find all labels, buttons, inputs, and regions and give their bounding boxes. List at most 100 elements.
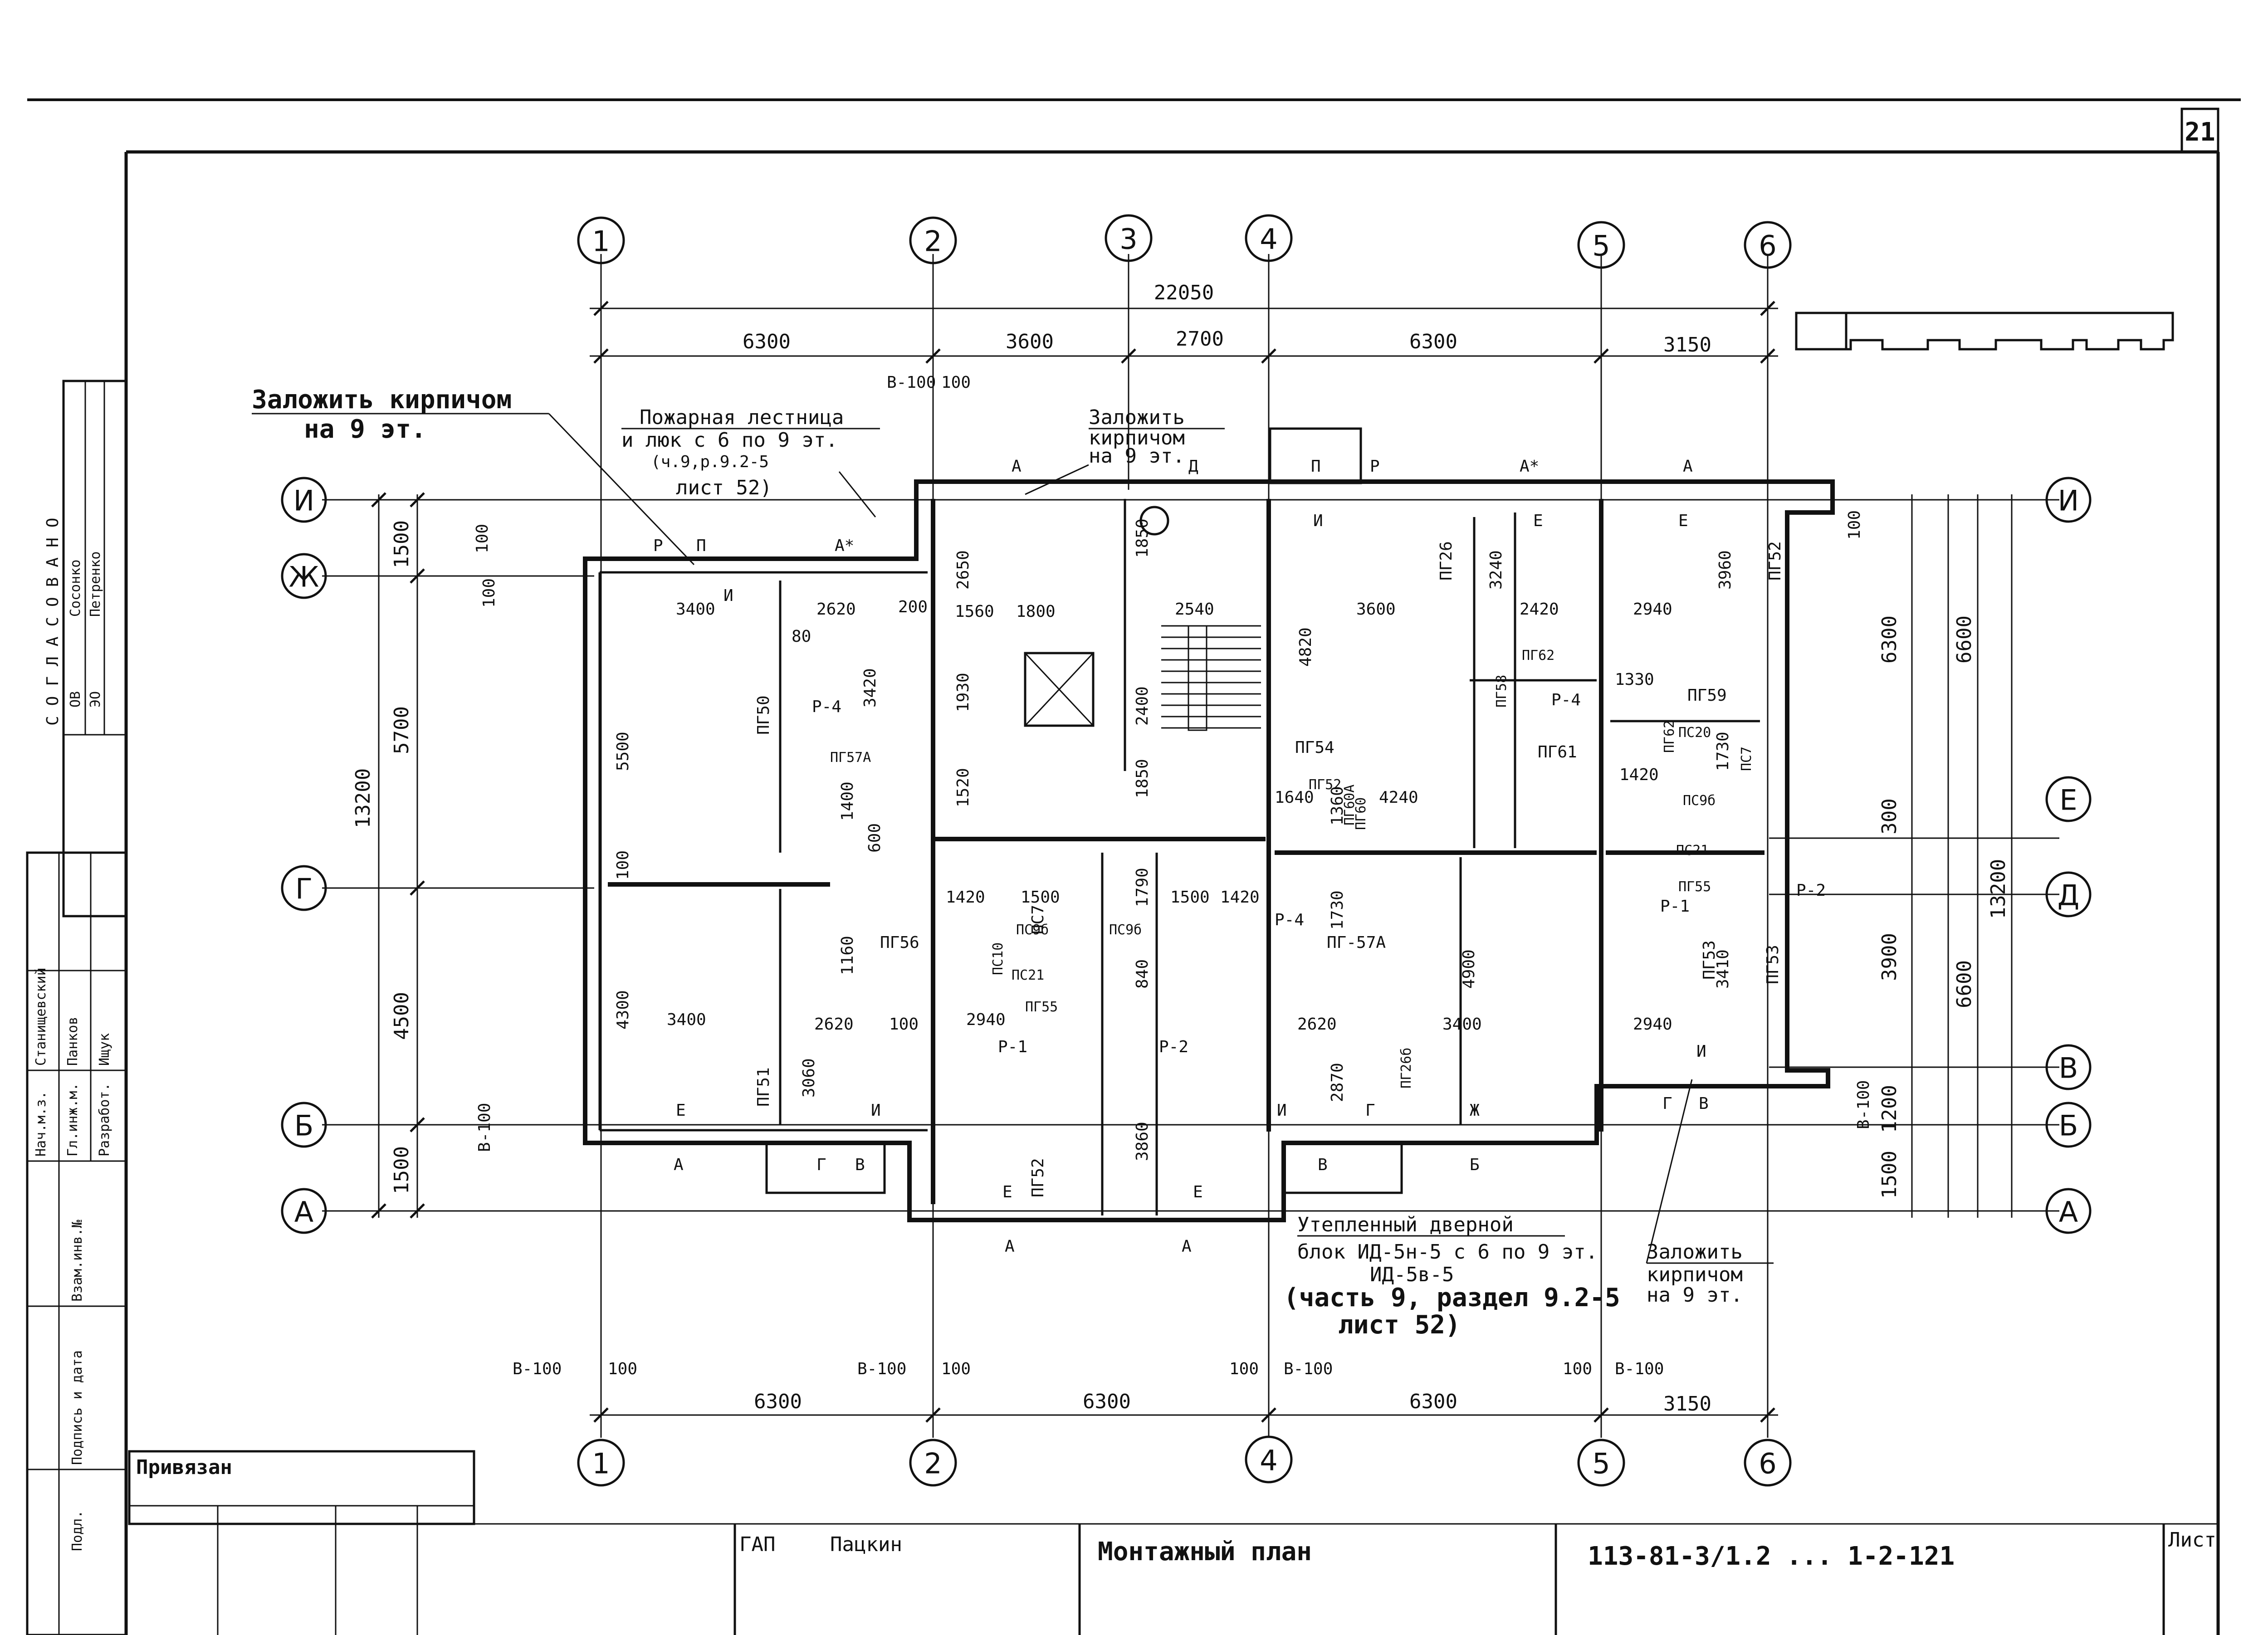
dim: 3400: [1442, 1015, 1482, 1034]
window-mark: В: [1318, 1156, 1328, 1174]
list-label: Лист: [2168, 1528, 2216, 1552]
panel-label: ПС7: [1739, 747, 1755, 771]
panel-label: ПС9б: [1016, 922, 1049, 938]
axis-V-right: В: [2045, 1044, 2092, 1090]
note-brick-right: Заложить кирпичом на 9 эт.: [1646, 1079, 1774, 1307]
svg-text:5: 5: [1592, 229, 1610, 263]
window-mark: И: [1313, 512, 1323, 530]
axis-1-top: 1: [577, 216, 625, 264]
dim: 1800: [1016, 602, 1056, 621]
door-label: Р-2: [1159, 1038, 1188, 1056]
gap-role: ГАП: [739, 1533, 775, 1556]
window-mark: Ж: [1470, 1101, 1480, 1120]
svg-text:Ж: Ж: [289, 561, 319, 594]
door-label: Р-1: [1660, 897, 1690, 916]
window-mark: И: [723, 586, 733, 605]
window-mark: А: [1012, 457, 1022, 476]
window-mark: Г: [1662, 1094, 1672, 1113]
window-mark: И: [1696, 1042, 1706, 1061]
axis-4-bottom: 4: [1245, 1435, 1293, 1484]
right-overall-dim: 13200: [1987, 859, 2010, 919]
dim: 2420: [1520, 600, 1559, 619]
fire-ladder-hatch-symbol: [1139, 506, 1169, 536]
svg-text:3: 3: [1119, 223, 1137, 256]
svg-text:(ч.9,р.9.2-5: (ч.9,р.9.2-5: [651, 453, 769, 471]
bottom-offset-2: 100: [608, 1360, 637, 1378]
dim: 1850: [1133, 518, 1152, 558]
axis-bubbles-bottom: 1 2 4 5 6: [577, 1435, 1792, 1487]
window-mark: Б: [1470, 1156, 1480, 1174]
approval-heading: СОГЛАСОВАНО: [44, 508, 62, 726]
svg-text:1: 1: [592, 1447, 610, 1480]
panel-label: ПГ62: [1522, 648, 1554, 664]
dim: 1730: [1714, 732, 1732, 771]
axis-1-bottom: 1: [577, 1439, 625, 1487]
bottom-offset-3: В-100: [857, 1360, 906, 1378]
grid-lines-horizontal: [322, 499, 2059, 1212]
dim: 4240: [1379, 788, 1418, 807]
sig-role-2: Гл.инж.м.: [65, 1083, 81, 1157]
dim: 3410: [1714, 949, 1732, 989]
sheet-number-box: [2180, 107, 2219, 153]
panel-label: ПС20: [1678, 725, 1711, 741]
dim-room-width: 3400: [676, 600, 715, 619]
bottom-offset-5: 100: [1229, 1360, 1259, 1378]
outer-wall: [583, 479, 1835, 1222]
dim: 100: [614, 850, 632, 880]
top-dim-2: 3600: [1006, 330, 1054, 353]
window-mark: А*: [1520, 457, 1539, 476]
window-mark: А: [1182, 1237, 1192, 1256]
note-brick-left: Заложить кирпичом на 9 эт.: [252, 385, 695, 566]
dim: 1560: [955, 602, 994, 621]
dim: 100: [889, 1015, 919, 1034]
dim: 1640: [1275, 788, 1314, 807]
svg-text:Д: Д: [2058, 879, 2079, 912]
svg-text:блок ИД-5н-5 с 6 по 9 эт.: блок ИД-5н-5 с 6 по 9 эт.: [1297, 1240, 1598, 1264]
svg-text:Е: Е: [2059, 784, 2077, 817]
bottom-dim-1: 6300: [754, 1390, 802, 1413]
window-mark: Р: [653, 537, 663, 555]
dim: 1790: [1133, 868, 1152, 907]
panel-label: ПГ52: [1029, 1158, 1047, 1197]
dim: 2650: [954, 550, 973, 590]
right-dim-2: 6600: [1953, 615, 1976, 664]
window-mark: И: [1277, 1101, 1287, 1120]
balcony-3: [1269, 427, 1362, 484]
dim: 1420: [1220, 888, 1260, 907]
dim: 1930: [954, 673, 973, 712]
lift-shaft: [1024, 652, 1095, 727]
window-mark: Р: [1370, 457, 1380, 476]
right-offset-2: 100: [1845, 510, 1864, 540]
axis-B-left: Б: [281, 1102, 327, 1148]
dim: 1400: [838, 781, 857, 821]
axis-6-bottom: 6: [1744, 1439, 1792, 1487]
svg-text:Утепленный дверной: Утепленный дверной: [1297, 1213, 1514, 1236]
panel-label: ПГ60: [1353, 797, 1369, 830]
dim: 3060: [800, 1058, 818, 1098]
dim: 1850: [1133, 759, 1152, 798]
axis-2-top: 2: [909, 216, 957, 264]
dim: 3600: [1356, 600, 1396, 619]
dim: 2620: [814, 1015, 854, 1034]
dim: 2400: [1133, 686, 1152, 726]
door-label: Р-4: [1275, 911, 1304, 929]
axis-2-bottom: 2: [909, 1439, 957, 1487]
svg-text:и люк с 6 по 9 эт.: и люк с 6 по 9 эт.: [621, 429, 838, 452]
right-dimension-lines: 6300 6600 300 3900 6600 1200 1500 13200 …: [1845, 494, 2013, 1218]
attached-label: Привязан: [136, 1456, 232, 1479]
left-dim-1: 1500: [390, 520, 413, 568]
svg-text:лист 52): лист 52): [676, 476, 772, 499]
svg-text:кирпичом: кирпичом: [1089, 426, 1185, 449]
bottom-offset-6: В-100: [1284, 1360, 1333, 1378]
window-mark: А: [1683, 457, 1693, 476]
door-label: Р-4: [1551, 691, 1581, 709]
window-mark: Г: [1365, 1101, 1375, 1120]
axis-5-bottom: 5: [1577, 1439, 1625, 1487]
top-dim-4: 6300: [1409, 330, 1457, 353]
axis-5-top: 5: [1577, 221, 1625, 269]
right-dim-5: 6600: [1953, 960, 1976, 1008]
axis-Zh-left: Ж: [281, 553, 327, 599]
window-marks: Р П А* И А Д П Р А* А И Е Е Е И А Г В Е …: [653, 457, 1709, 1256]
axis-I-right: И: [2045, 477, 2092, 523]
